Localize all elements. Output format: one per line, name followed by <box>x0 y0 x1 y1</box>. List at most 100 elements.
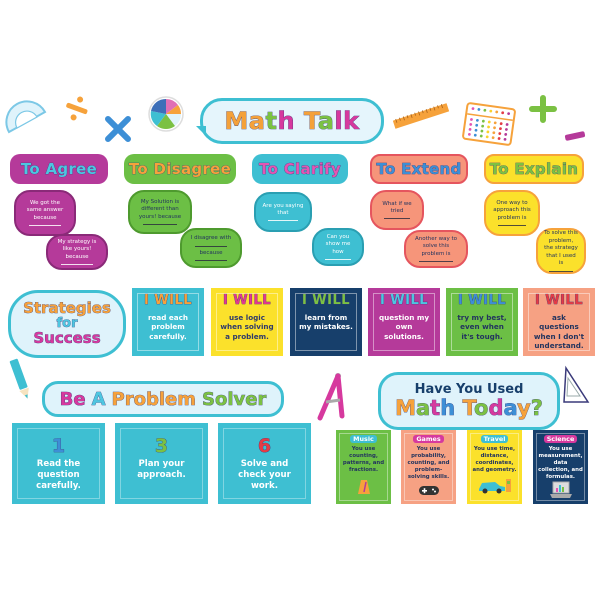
step-number: 6 <box>257 435 272 458</box>
extend-bubble-1: What if we tried <box>370 190 424 230</box>
card-frame <box>120 428 203 499</box>
strategies-banner: Strategies for Success <box>8 290 126 358</box>
triangle-icon <box>563 365 590 403</box>
math-today-card: Music You use counting, patterns, and fr… <box>336 430 391 504</box>
i-will-heading: I WILL <box>379 293 429 309</box>
card-frame <box>536 433 585 501</box>
disagree-bubble-2: I disagree with because <box>180 228 242 268</box>
topic-heading: Science <box>543 435 578 443</box>
banner-word-a: A <box>91 388 106 410</box>
topic-heading: Music <box>350 435 377 443</box>
topic-text: You use measurement, data collection, an… <box>538 446 583 481</box>
math-today-card: Travel You use time, distance, coordinat… <box>467 430 522 504</box>
strategies-word: Strategies <box>23 299 111 318</box>
to-agree-label: To Agree <box>20 160 98 179</box>
step-number: 1 <box>51 435 66 458</box>
i-will-card: I WILL read each problem carefully. <box>132 288 204 356</box>
i-will-card: I WILL ask questions when I don't unders… <box>523 288 595 356</box>
math-today-card: Games You use probability, counting, and… <box>401 430 456 504</box>
card-frame <box>216 293 278 351</box>
banner-word-be: Be <box>59 388 86 410</box>
divide-icon <box>66 96 88 121</box>
to-agree-title: To Agree <box>10 154 108 184</box>
explain-bubble-2: To solve this problem, the strategy that… <box>536 228 586 274</box>
agree-bubble-1-text: We got the same answer because <box>26 199 64 221</box>
disagree-bubble-2-text: I disagree with <box>190 235 232 242</box>
math-today-line2: Math Today? <box>395 395 543 420</box>
agree-bubble-2: My strategy is like yours! because <box>46 234 108 270</box>
disagree-bubble-2-because: because <box>199 249 223 256</box>
i-will-heading: I WILL <box>222 293 272 309</box>
compass-icon <box>317 373 345 421</box>
i-will-heading: I WILL <box>457 293 507 309</box>
for-word: for <box>56 316 78 332</box>
i-will-card: I WILL use logic when solving a problem. <box>211 288 283 356</box>
step-text: Plan your approach. <box>137 459 186 481</box>
step-text: Read the question carefully. <box>36 459 81 492</box>
multiply-icon <box>105 116 131 142</box>
problem-solver-step-card: 1 Read the question carefully. <box>12 423 105 504</box>
math-today-card: Science You use measurement, data collec… <box>533 430 588 504</box>
to-disagree-label: To Disagree <box>128 160 232 179</box>
metronome-icon <box>357 479 371 499</box>
step-text: Solve and check your work. <box>238 459 291 492</box>
extend-bubble-1-text: What if we tried <box>382 200 412 214</box>
card-frame <box>470 433 519 501</box>
card-frame <box>373 293 435 351</box>
plus-icon <box>529 95 557 123</box>
topic-heading: Games <box>413 435 444 443</box>
step-number: 3 <box>154 435 169 458</box>
topic-text: You use time, distance, coordinates, and… <box>472 446 517 474</box>
clarify-bubble-1: Are you saying that <box>254 192 312 232</box>
math-today-line1: Have You Used <box>414 382 524 398</box>
i-will-text: learn from my mistakes. <box>299 313 353 332</box>
minus-icon <box>564 131 586 141</box>
disagree-bubble-1-text: My Solution is different than yours! bec… <box>138 198 182 220</box>
extend-bubble-2-text: Another way to solve this problem is <box>414 235 458 257</box>
card-frame <box>451 293 513 351</box>
to-explain-label: To Explain <box>489 160 579 179</box>
agree-bubble-1: We got the same answer because <box>14 190 76 236</box>
clarify-bubble-1-text: Are you saying that <box>262 202 304 216</box>
i-will-card: I WILL try my best, even when it's tough… <box>446 288 518 356</box>
banner-word-solver: Solver <box>202 388 267 410</box>
i-will-text: try my best, even when it's tough. <box>457 313 507 341</box>
protractor-icon <box>5 100 47 134</box>
success-word: Success <box>33 328 101 347</box>
i-will-heading: I WILL <box>301 293 351 309</box>
math-talk-banner: Math Talk <box>200 98 384 144</box>
i-will-text: ask questions when I don't understand. <box>533 313 585 351</box>
car-icon <box>477 477 513 499</box>
banner-word-problem: Problem <box>111 388 196 410</box>
card-frame <box>404 433 453 501</box>
to-explain-title: To Explain <box>484 154 584 184</box>
problem-solver-step-card: 6 Solve and check your work. <box>218 423 311 504</box>
card-frame <box>223 428 306 499</box>
to-disagree-title: To Disagree <box>124 154 236 184</box>
abacus-icon <box>462 102 516 146</box>
laptop-chart-icon <box>549 481 573 503</box>
i-will-card: I WILL learn from my mistakes. <box>290 288 362 356</box>
math-today-banner: Have You Used Math Today? <box>378 372 560 430</box>
clarify-bubble-2-text: Can you show me how <box>325 233 351 255</box>
card-frame <box>137 293 199 351</box>
pie-chart-icon <box>148 96 184 132</box>
to-extend-title: To Extend <box>370 154 468 184</box>
explain-bubble-1-text: One way to approach this problem is <box>493 199 531 221</box>
card-frame <box>339 433 388 501</box>
i-will-text: read each problem carefully. <box>147 313 189 341</box>
disagree-bubble-1: My Solution is different than yours! bec… <box>128 190 192 234</box>
ruler-icon <box>391 101 451 131</box>
topic-text: You use probability, counting, and probl… <box>407 446 450 481</box>
i-will-heading: I WILL <box>534 293 584 309</box>
problem-solver-step-card: 3 Plan your approach. <box>115 423 208 504</box>
to-clarify-title: To Clarify <box>252 154 348 184</box>
to-extend-label: To Extend <box>376 160 462 179</box>
i-will-heading: I WILL <box>143 293 193 309</box>
explain-bubble-2-text: To solve this problem, the strategy that… <box>544 230 578 267</box>
explain-bubble-1: One way to approach this problem is <box>484 190 540 236</box>
card-frame <box>295 293 357 351</box>
topic-text: You use counting, patterns, and fraction… <box>342 446 385 474</box>
topic-heading: Travel <box>480 435 509 443</box>
clarify-bubble-2: Can you show me how <box>312 228 364 266</box>
